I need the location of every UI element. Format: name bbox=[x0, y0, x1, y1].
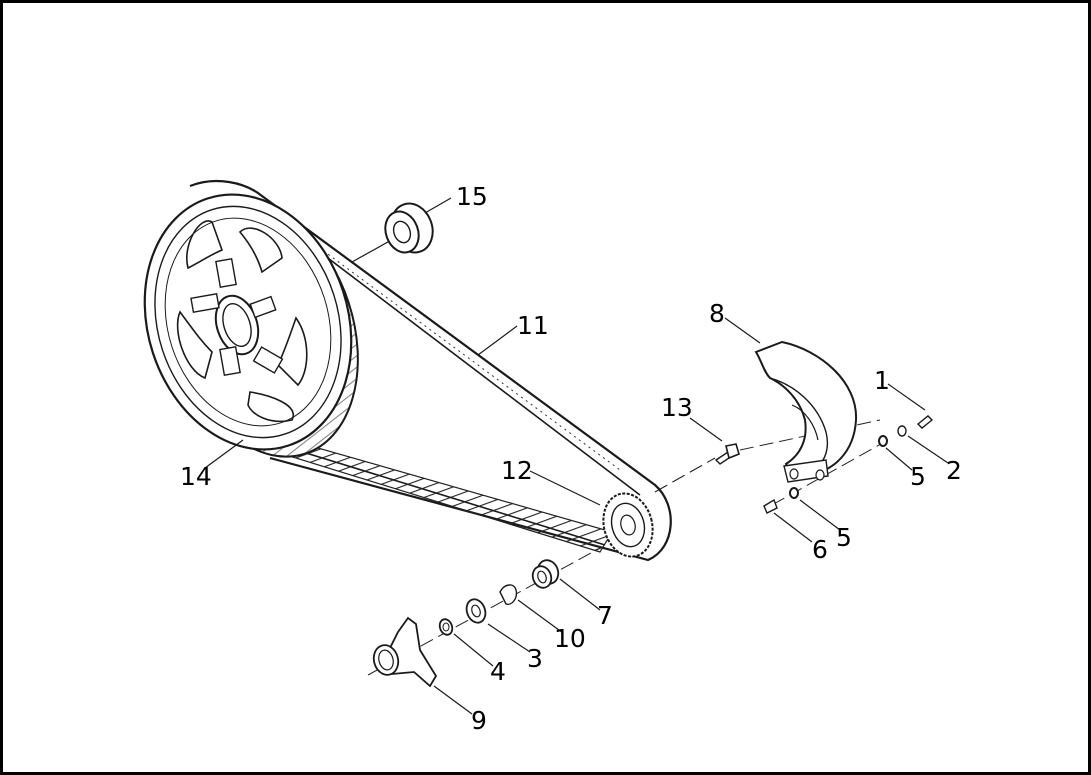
cover-screw bbox=[916, 415, 934, 429]
bolt bbox=[714, 443, 740, 465]
callout-12: 12 bbox=[501, 456, 533, 485]
callouts: 15 11 8 1 13 2 5 12 14 5 6 7 10 3 4 9 bbox=[180, 182, 962, 735]
leader-lines bbox=[204, 197, 949, 715]
callout-4: 4 bbox=[490, 657, 506, 686]
spacer-washer bbox=[465, 598, 487, 624]
callout-8: 8 bbox=[709, 299, 725, 328]
callout-13: 13 bbox=[661, 393, 693, 422]
lockplate bbox=[499, 584, 518, 605]
callout-15: 15 bbox=[456, 182, 488, 211]
sprocket-cover bbox=[754, 340, 858, 483]
callout-5-lower: 5 bbox=[836, 523, 852, 552]
nut bbox=[438, 618, 454, 636]
callout-9: 9 bbox=[471, 706, 487, 735]
spacer bbox=[531, 559, 560, 589]
screw bbox=[763, 498, 778, 514]
callout-10: 10 bbox=[554, 624, 586, 653]
callout-2: 2 bbox=[946, 456, 962, 485]
washer bbox=[897, 425, 907, 437]
callout-1: 1 bbox=[874, 366, 890, 395]
callout-3: 3 bbox=[527, 644, 543, 673]
callout-5-upper: 5 bbox=[910, 462, 926, 491]
sprocket-hub bbox=[372, 616, 438, 688]
bearing bbox=[351, 202, 434, 263]
rear-pulley bbox=[143, 193, 359, 458]
callout-11: 11 bbox=[517, 311, 549, 340]
lockwasher-upper bbox=[878, 435, 888, 447]
callout-7: 7 bbox=[597, 601, 613, 630]
lockwasher-lower bbox=[789, 487, 799, 499]
callout-14: 14 bbox=[180, 462, 212, 491]
front-sprocket bbox=[602, 492, 654, 558]
callout-6: 6 bbox=[812, 535, 828, 564]
